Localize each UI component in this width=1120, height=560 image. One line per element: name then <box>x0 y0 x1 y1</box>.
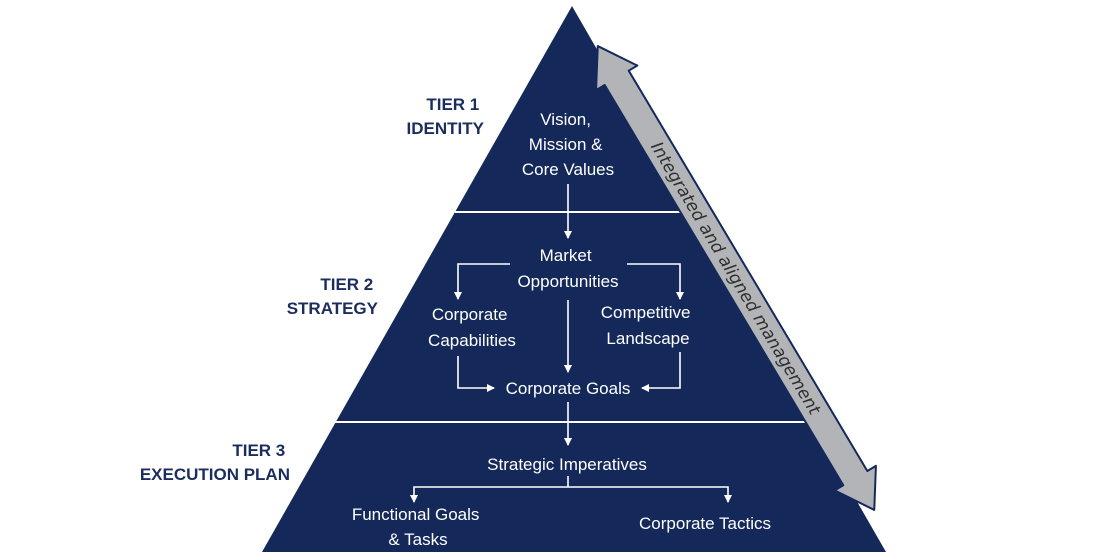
svg-text:TIER 3 EXECUTION PLAN: TIER 3 EXECUTION PLAN <box>140 441 290 484</box>
corporate-tactics: Corporate Tactics <box>639 514 771 533</box>
svg-text:Vision, Mission & Core: Vision, Mission & Core Values <box>522 110 614 179</box>
tier-2-name: STRATEGY <box>287 299 379 318</box>
pyramid-shape <box>262 6 886 552</box>
corporate-goals: Corporate Goals <box>506 379 631 398</box>
svg-text:Functional Goals & Tasks: Functional Goals & Tasks <box>352 505 484 549</box>
market-line-2: Opportunities <box>517 272 618 291</box>
flow-arrow-imperatives-to-tactics <box>568 486 732 503</box>
vision-line-1: Vision, <box>540 110 591 129</box>
tier-1-name: IDENTITY <box>407 119 485 138</box>
capabilities-line-2: Capabilities <box>428 331 516 350</box>
flow-arrow-market-to-capabilities <box>454 263 510 300</box>
svg-text:TIER 1 IDENTITY: TIER 1 IDENTITY <box>407 95 485 138</box>
landscape-line-2: Landscape <box>606 329 689 348</box>
tier-3-name: EXECUTION PLAN <box>140 465 290 484</box>
vision-line-3: Core Values <box>522 160 614 179</box>
tier-1-number: TIER 1 <box>426 95 479 114</box>
flow-arrow-imperatives-to-functional <box>410 486 568 503</box>
tier-3-number: TIER 3 <box>232 441 285 460</box>
landscape-line-1: Competitive <box>601 303 691 322</box>
svg-text:Market Opportunities: Market Opportunities <box>517 246 618 291</box>
capabilities-line-1: Corporate <box>432 305 508 324</box>
svg-text:Corporate Capabilities: Corporate Capabilities <box>428 305 516 350</box>
flow-arrow-landscape-to-goals <box>641 352 681 392</box>
tier-2-number: TIER 2 <box>320 275 373 294</box>
functional-line-2: & Tasks <box>388 530 447 549</box>
svg-text:TIER 2 STRATEGY: TIER 2 STRATEGY <box>287 275 379 318</box>
flow-arrow-capabilities-to-goals <box>457 356 495 392</box>
vision-line-2: Mission & <box>529 135 603 154</box>
functional-line-1: Functional Goals <box>352 505 480 524</box>
flow-arrow-market-to-landscape <box>627 263 684 300</box>
market-line-1: Market <box>540 246 592 265</box>
svg-text:Competitive Landscape: Competitive Landscape <box>601 303 696 348</box>
strategic-imperatives: Strategic Imperatives <box>487 455 647 474</box>
